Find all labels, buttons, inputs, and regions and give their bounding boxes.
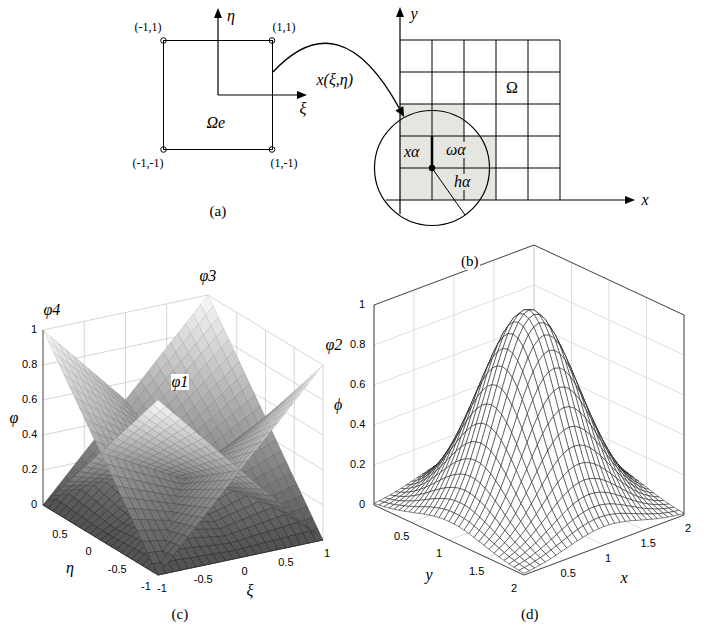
surface-patch (121, 497, 134, 509)
surface-patch (183, 526, 196, 537)
floor-grid (208, 470, 323, 540)
grid-line (400, 104, 560, 105)
grid-line (528, 40, 529, 200)
wall-grid (43, 295, 208, 330)
grid-line (400, 40, 560, 41)
surface-patch (132, 519, 145, 530)
domain-axes (386, 14, 628, 214)
surface-patch (303, 375, 316, 389)
surface-patch (243, 451, 256, 462)
axis-arrow (625, 196, 635, 204)
surface-patch (54, 490, 67, 495)
surface-patch (64, 481, 77, 486)
wall-grid (43, 330, 44, 505)
axis-arrow (297, 91, 307, 99)
xi-axis (218, 94, 300, 95)
floor-grid (43, 505, 158, 575)
grid-line (496, 40, 497, 200)
surface-patch (288, 394, 301, 407)
surface-patch (69, 476, 82, 481)
surface-patch (250, 441, 263, 452)
surface-patch (310, 365, 323, 379)
floor-grid (126, 488, 241, 558)
surface-patch (205, 498, 218, 508)
surface-patch (288, 513, 301, 521)
node-point (429, 165, 435, 171)
axis-arrow (396, 7, 404, 17)
surface-patch (280, 403, 293, 416)
surface-patch (111, 475, 124, 487)
wall-grid (323, 365, 324, 540)
surface-patch (190, 517, 203, 528)
surface-patch (243, 476, 256, 482)
surface-patch (220, 480, 233, 490)
surface-patch (295, 384, 308, 397)
surface-patch (295, 519, 308, 528)
surface-patch (298, 379, 311, 392)
surface-patch (175, 535, 188, 546)
surface-patch (48, 341, 61, 358)
grid-line (560, 40, 561, 200)
reference-axes (218, 14, 300, 95)
surface-patch (116, 486, 129, 498)
corner-dots (161, 38, 275, 153)
surface-patch (265, 495, 278, 502)
surface-patch (250, 483, 263, 489)
grid-line (432, 40, 433, 200)
axis-arrow (214, 8, 222, 18)
bold-edge (431, 136, 434, 168)
wall-grid (208, 470, 323, 540)
wall-grid (208, 295, 323, 365)
wall-grid (208, 365, 323, 435)
floor-grid (167, 479, 282, 549)
surface-patch (273, 501, 286, 508)
grid-line (400, 72, 560, 73)
surface-patch (280, 507, 293, 515)
surface-patch (148, 552, 161, 564)
grid-line (400, 168, 560, 169)
surface-patch (142, 541, 155, 553)
surface-patch (265, 422, 278, 434)
shape-function-plot (43, 295, 323, 575)
x-axis (386, 199, 628, 200)
surface-patch (43, 330, 56, 347)
surface-patch (258, 432, 271, 443)
eta-axis (217, 14, 218, 95)
surface-patch (127, 508, 140, 519)
surface-patch (198, 508, 211, 518)
surface-patch (137, 530, 150, 541)
surface-patch (258, 489, 271, 496)
surface-mesh (43, 295, 323, 575)
surface-patch (213, 489, 226, 499)
surface-patch (106, 464, 119, 477)
surface-patch (273, 413, 286, 425)
mesh-grid (400, 40, 560, 200)
surface-patch (303, 525, 316, 534)
surface-patch (228, 464, 241, 471)
surface-patch (228, 470, 241, 480)
support-shading (400, 104, 496, 200)
wall-grid (208, 400, 323, 470)
floor-grid (84, 496, 199, 566)
surface-patch (59, 486, 72, 491)
